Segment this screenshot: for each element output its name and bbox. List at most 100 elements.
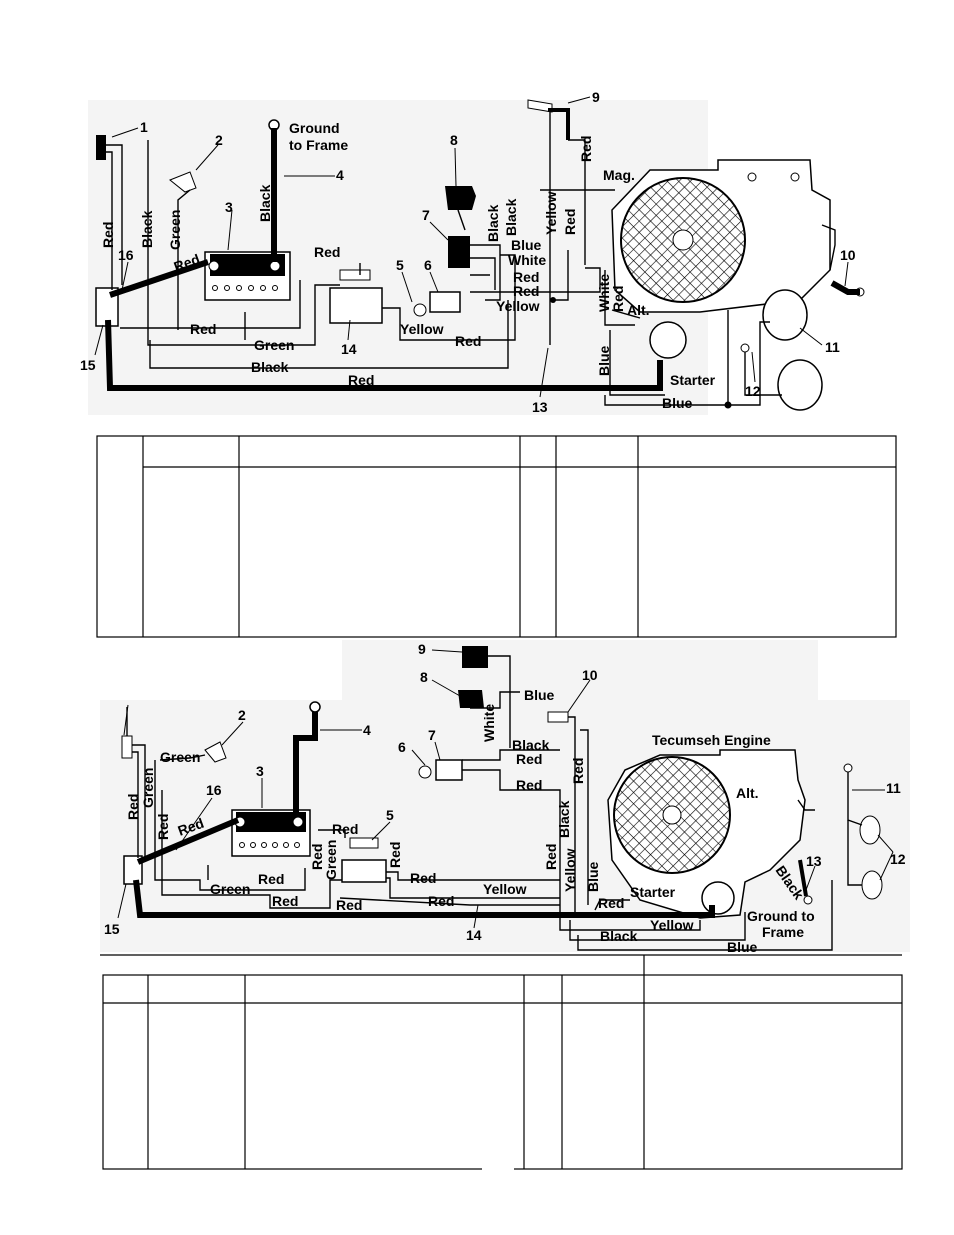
label2-blue-v1: Blue <box>585 861 601 892</box>
label2-red-v4: Red <box>387 842 403 868</box>
label2-red-v5: Red <box>543 844 559 870</box>
label-black-v4: Black <box>503 198 519 236</box>
label2-red-h7: Red <box>516 751 542 767</box>
label2-red-h6: Red <box>428 893 454 909</box>
part-number-1: 1 <box>140 119 148 135</box>
part-number-5: 5 <box>396 257 404 273</box>
cables-1 <box>105 108 860 391</box>
part-number-15: 15 <box>80 357 96 373</box>
part-number-2-9: 9 <box>418 641 426 657</box>
switch-9b <box>462 646 488 668</box>
ignition-switch-6 <box>429 291 461 313</box>
label2-green-h1: Green <box>160 749 200 765</box>
label-red-v2: Red <box>562 209 578 235</box>
label-red-h2: Red <box>190 321 216 337</box>
label-starter-2: Starter <box>630 884 676 900</box>
part-number-2-16: 16 <box>206 782 222 798</box>
part-number-12: 12 <box>745 383 761 399</box>
part-number-2-15: 15 <box>104 921 120 937</box>
label2-yellow-v1: Yellow <box>562 848 578 892</box>
part-number-2-3: 3 <box>256 763 264 779</box>
label-alt: Alt. <box>627 302 650 318</box>
label2-black-h1: Black <box>512 737 550 753</box>
components-2 <box>121 646 883 905</box>
label2-red-h5: Red <box>410 870 436 886</box>
label2-red-h8: Red <box>516 777 542 793</box>
label2-red-v1: Red <box>125 794 141 820</box>
label-alt-2: Alt. <box>736 785 759 801</box>
label-ground-line1: Ground <box>289 120 340 136</box>
label-ground-line2: to Frame <box>289 137 348 153</box>
headlight-11a <box>762 289 808 341</box>
label2-green-v1: Green <box>140 768 156 808</box>
label-yellow-h2: Yellow <box>496 298 540 314</box>
label-red-h4: Red <box>455 333 481 349</box>
label-frame: Frame <box>762 924 804 940</box>
part-number-16: 16 <box>118 247 134 263</box>
label2-black-h2: Black <box>600 928 638 944</box>
part-number-2-5: 5 <box>386 807 394 823</box>
label2-red-v3: Red <box>309 844 325 870</box>
label-mag: Mag. <box>603 167 635 183</box>
part-number-13: 13 <box>532 399 548 415</box>
ground-terminal-4b <box>309 701 321 713</box>
terminal-11b <box>843 763 853 773</box>
label2-red-v2: Red <box>155 814 171 840</box>
part-number-3: 3 <box>225 199 233 215</box>
switch-7 <box>448 236 470 268</box>
part-number-11: 11 <box>825 339 840 355</box>
rectifier-14b <box>341 859 387 883</box>
headlight-12b <box>861 870 883 900</box>
starter-motor-1 <box>649 321 687 359</box>
part-number-2-7: 7 <box>428 727 436 743</box>
diagram-1-labels: Ground to Frame Mag. Alt. Starter Red Bl… <box>100 120 716 411</box>
label-red-v3: Red <box>578 136 594 162</box>
label2-green-v2: Green <box>323 840 339 880</box>
part-number-2: 2 <box>215 132 223 148</box>
fuse-5b <box>349 837 379 849</box>
part-number-2-4: 4 <box>363 722 371 738</box>
part-number-2-14: 14 <box>466 927 482 943</box>
label2-blue-h1: Blue <box>524 687 555 703</box>
wiring-diagram-1: 1 2 3 4 5 6 7 8 9 10 11 12 13 14 15 16 G… <box>80 89 865 415</box>
label-red-v4: Red <box>610 286 626 312</box>
part-number-8: 8 <box>450 132 458 148</box>
label-red-h5: Red <box>513 269 539 285</box>
part-number-2-11: 11 <box>886 780 901 796</box>
headlight-11b <box>777 359 823 411</box>
label2-black-v1: Black <box>556 800 572 838</box>
label-blue-h2: Blue <box>662 395 693 411</box>
label-white-v1: White <box>596 274 612 312</box>
label2-yellow-h1: Yellow <box>483 881 527 897</box>
headlight-12a <box>859 815 881 845</box>
label-red-h3: Red <box>348 372 374 388</box>
part-number-10: 10 <box>840 247 856 263</box>
label2-red-v6: Red <box>570 758 586 784</box>
label2-white-v1: White <box>481 704 497 742</box>
wires-1 <box>106 110 836 409</box>
switch-8 <box>445 186 476 210</box>
part-number-14: 14 <box>341 341 357 357</box>
label-red-h1: Red <box>314 244 340 260</box>
diagram-2-labels: Tecumseh Engine Alt. Starter Ground to F… <box>125 687 815 955</box>
diagram-1-numbers: 1 2 3 4 5 6 7 8 9 10 11 12 13 14 15 16 <box>80 89 856 415</box>
seat-switch-2b <box>204 741 227 763</box>
label2-red-h2: Red <box>258 871 284 887</box>
battery-1 <box>204 251 291 301</box>
label2-red-h1: Red <box>332 821 358 837</box>
rectifier-14 <box>329 287 383 324</box>
label2-yellow-h2: Yellow <box>650 917 694 933</box>
label-blue-h1: Blue <box>511 237 542 253</box>
label-blue-v1: Blue <box>596 345 612 376</box>
label-black-v2: Black <box>257 184 273 222</box>
key-6b <box>418 765 432 779</box>
part-number-2-6: 6 <box>398 739 406 755</box>
ground-12 <box>740 343 750 353</box>
arrows-1 <box>94 96 849 398</box>
diagram-2-numbers: 2 3 4 5 6 7 8 9 10 11 12 13 14 15 16 <box>104 641 906 943</box>
spark-plug-10b <box>547 711 569 723</box>
switch-8b <box>458 690 484 708</box>
starter-motor-2 <box>701 881 735 915</box>
part-number-6: 6 <box>424 257 432 273</box>
label-tecumseh-engine: Tecumseh Engine <box>652 732 771 748</box>
